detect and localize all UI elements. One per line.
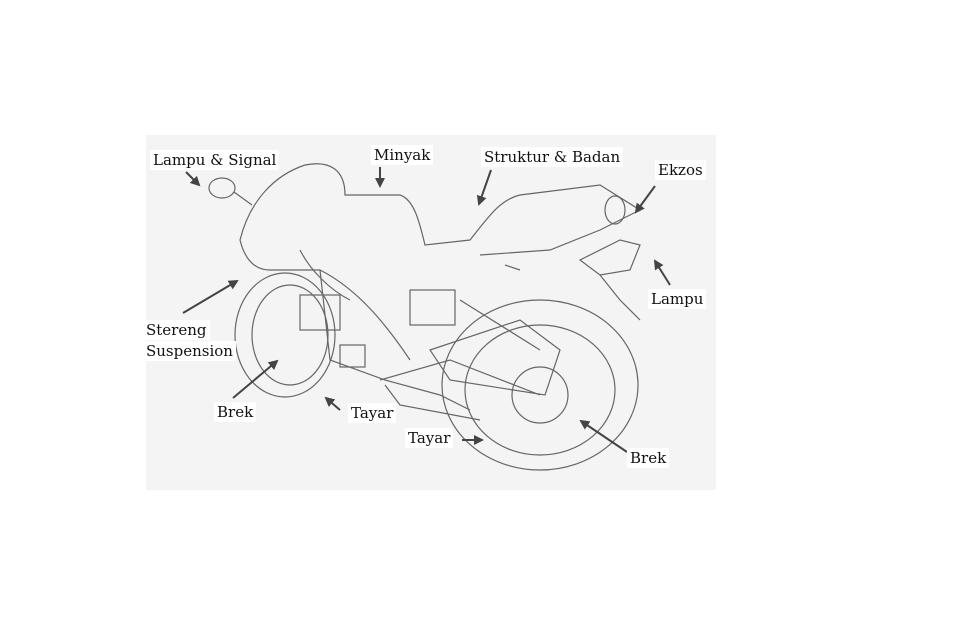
arrow-ekzos [634, 185, 656, 214]
label-lampu-signal: Lampu & Signal [150, 150, 280, 170]
label-tayar-front: Tayar [348, 403, 397, 423]
arrow-stereng-suspension [182, 279, 239, 314]
label-brek-front: Brek [214, 402, 257, 422]
label-ekzos: Ekzos [655, 160, 706, 180]
label-tayar-rear: Tayar [405, 428, 454, 448]
arrow-lampu [653, 259, 671, 286]
arrow-struktur-badan [476, 169, 492, 206]
label-arrows [182, 167, 671, 453]
label-suspension: Suspension [143, 341, 236, 361]
label-brek-rear: Brek [627, 448, 670, 468]
arrow-brek-front [232, 359, 279, 399]
label-struktur-badan: Struktur & Badan [481, 147, 624, 167]
motorcycle-outline [208, 163, 642, 471]
arrow-brek-rear [579, 419, 628, 453]
label-stereng: Stereng [143, 320, 210, 340]
arrow-lampu-signal [185, 171, 201, 187]
label-lampu: Lampu [648, 289, 707, 309]
arrow-tayar-front [324, 396, 341, 411]
label-minyak: Minyak [371, 145, 434, 165]
